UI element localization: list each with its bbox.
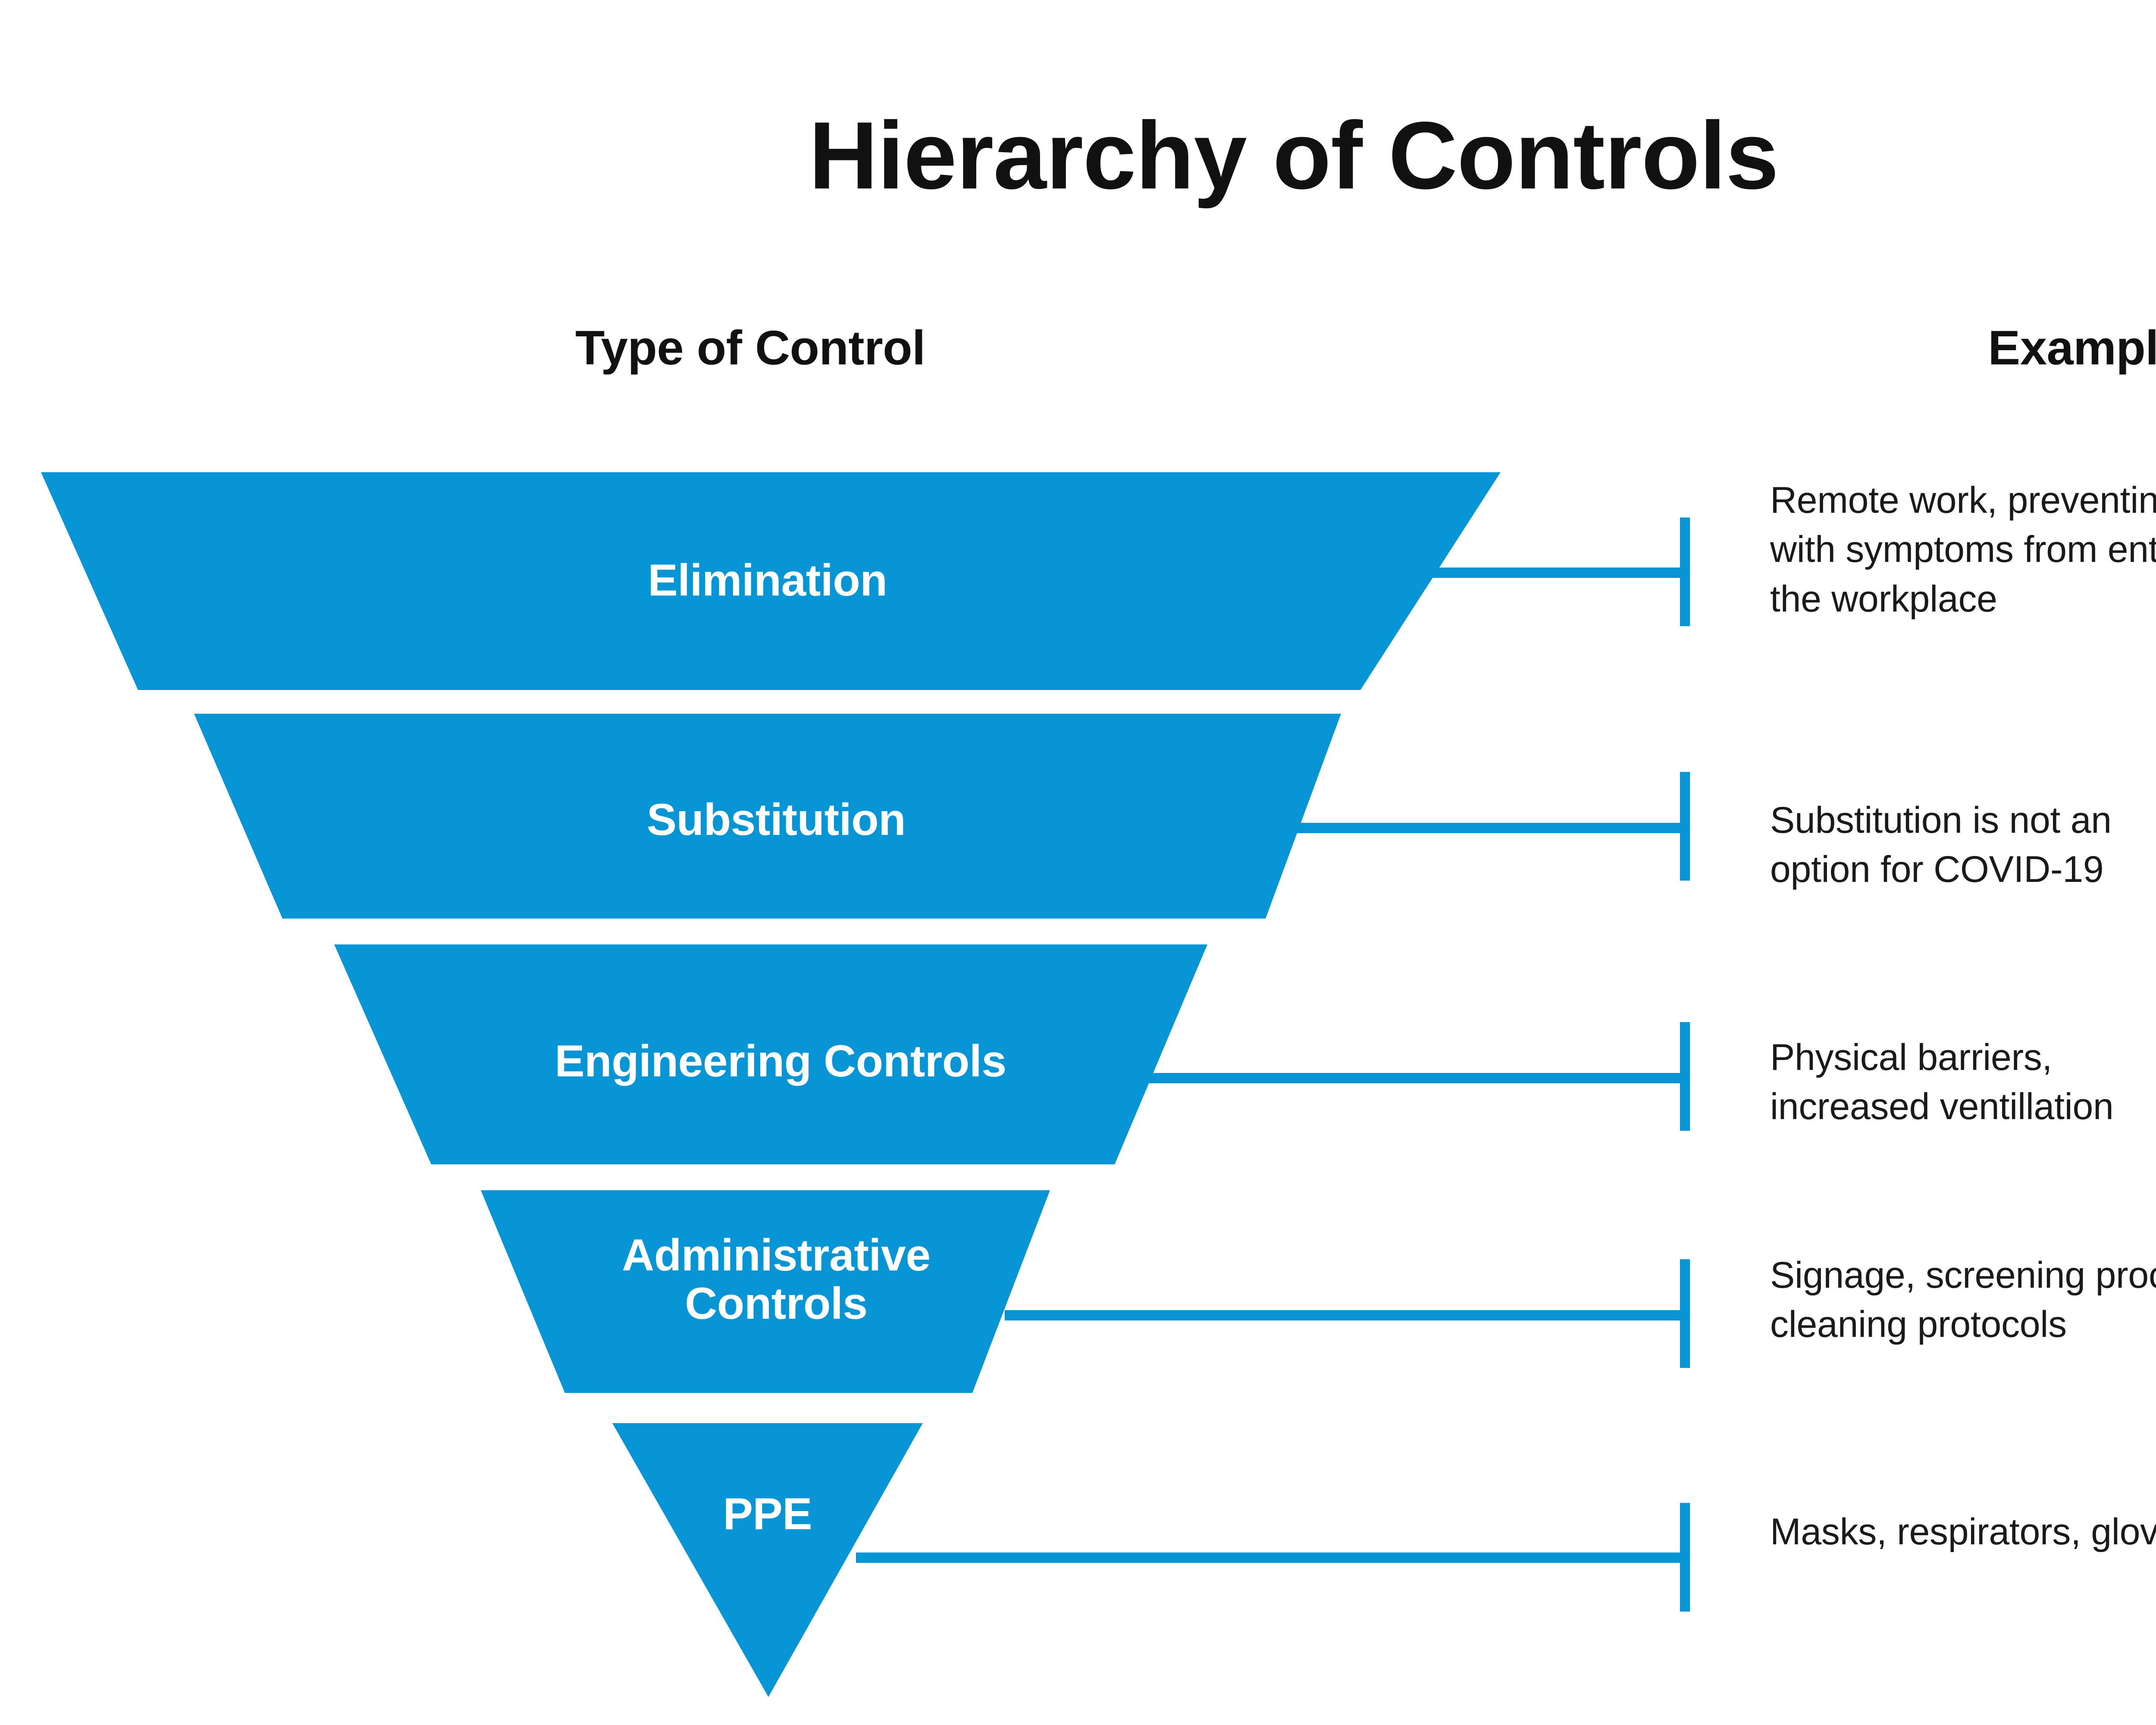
example-text-administrative-controls: Signage, screening processes, cleaning p… bbox=[1770, 1255, 2156, 1346]
band-label-administrative-controls: Administrative Controls bbox=[622, 1230, 931, 1329]
example-text-elimination: Remote work, preventing people with symp… bbox=[1770, 480, 2156, 620]
example-text-engineering-controls: Physical barriers, increased ventillatio… bbox=[1770, 1037, 2114, 1128]
band-label-substitution: Substitution bbox=[646, 795, 906, 845]
band-label-engineering-controls: Engineering Controls bbox=[555, 1036, 1006, 1086]
band-label-ppe: PPE bbox=[723, 1489, 812, 1539]
band-label-elimination: Elimination bbox=[648, 555, 887, 605]
funnel-band-ppe[interactable] bbox=[612, 1423, 923, 1697]
column-header-type-of-control: Type of Control bbox=[575, 321, 925, 375]
connector-substitution bbox=[1287, 772, 1690, 881]
page-title: Hierarchy of Controls bbox=[808, 102, 1779, 209]
example-text-ppe: Masks, respirators, gloves bbox=[1770, 1511, 2156, 1552]
connector-elimination bbox=[1410, 518, 1690, 626]
example-text-substitution: Substitution is not an option for COVID-… bbox=[1770, 800, 2112, 891]
column-header-examples: Examples bbox=[1988, 321, 2156, 375]
